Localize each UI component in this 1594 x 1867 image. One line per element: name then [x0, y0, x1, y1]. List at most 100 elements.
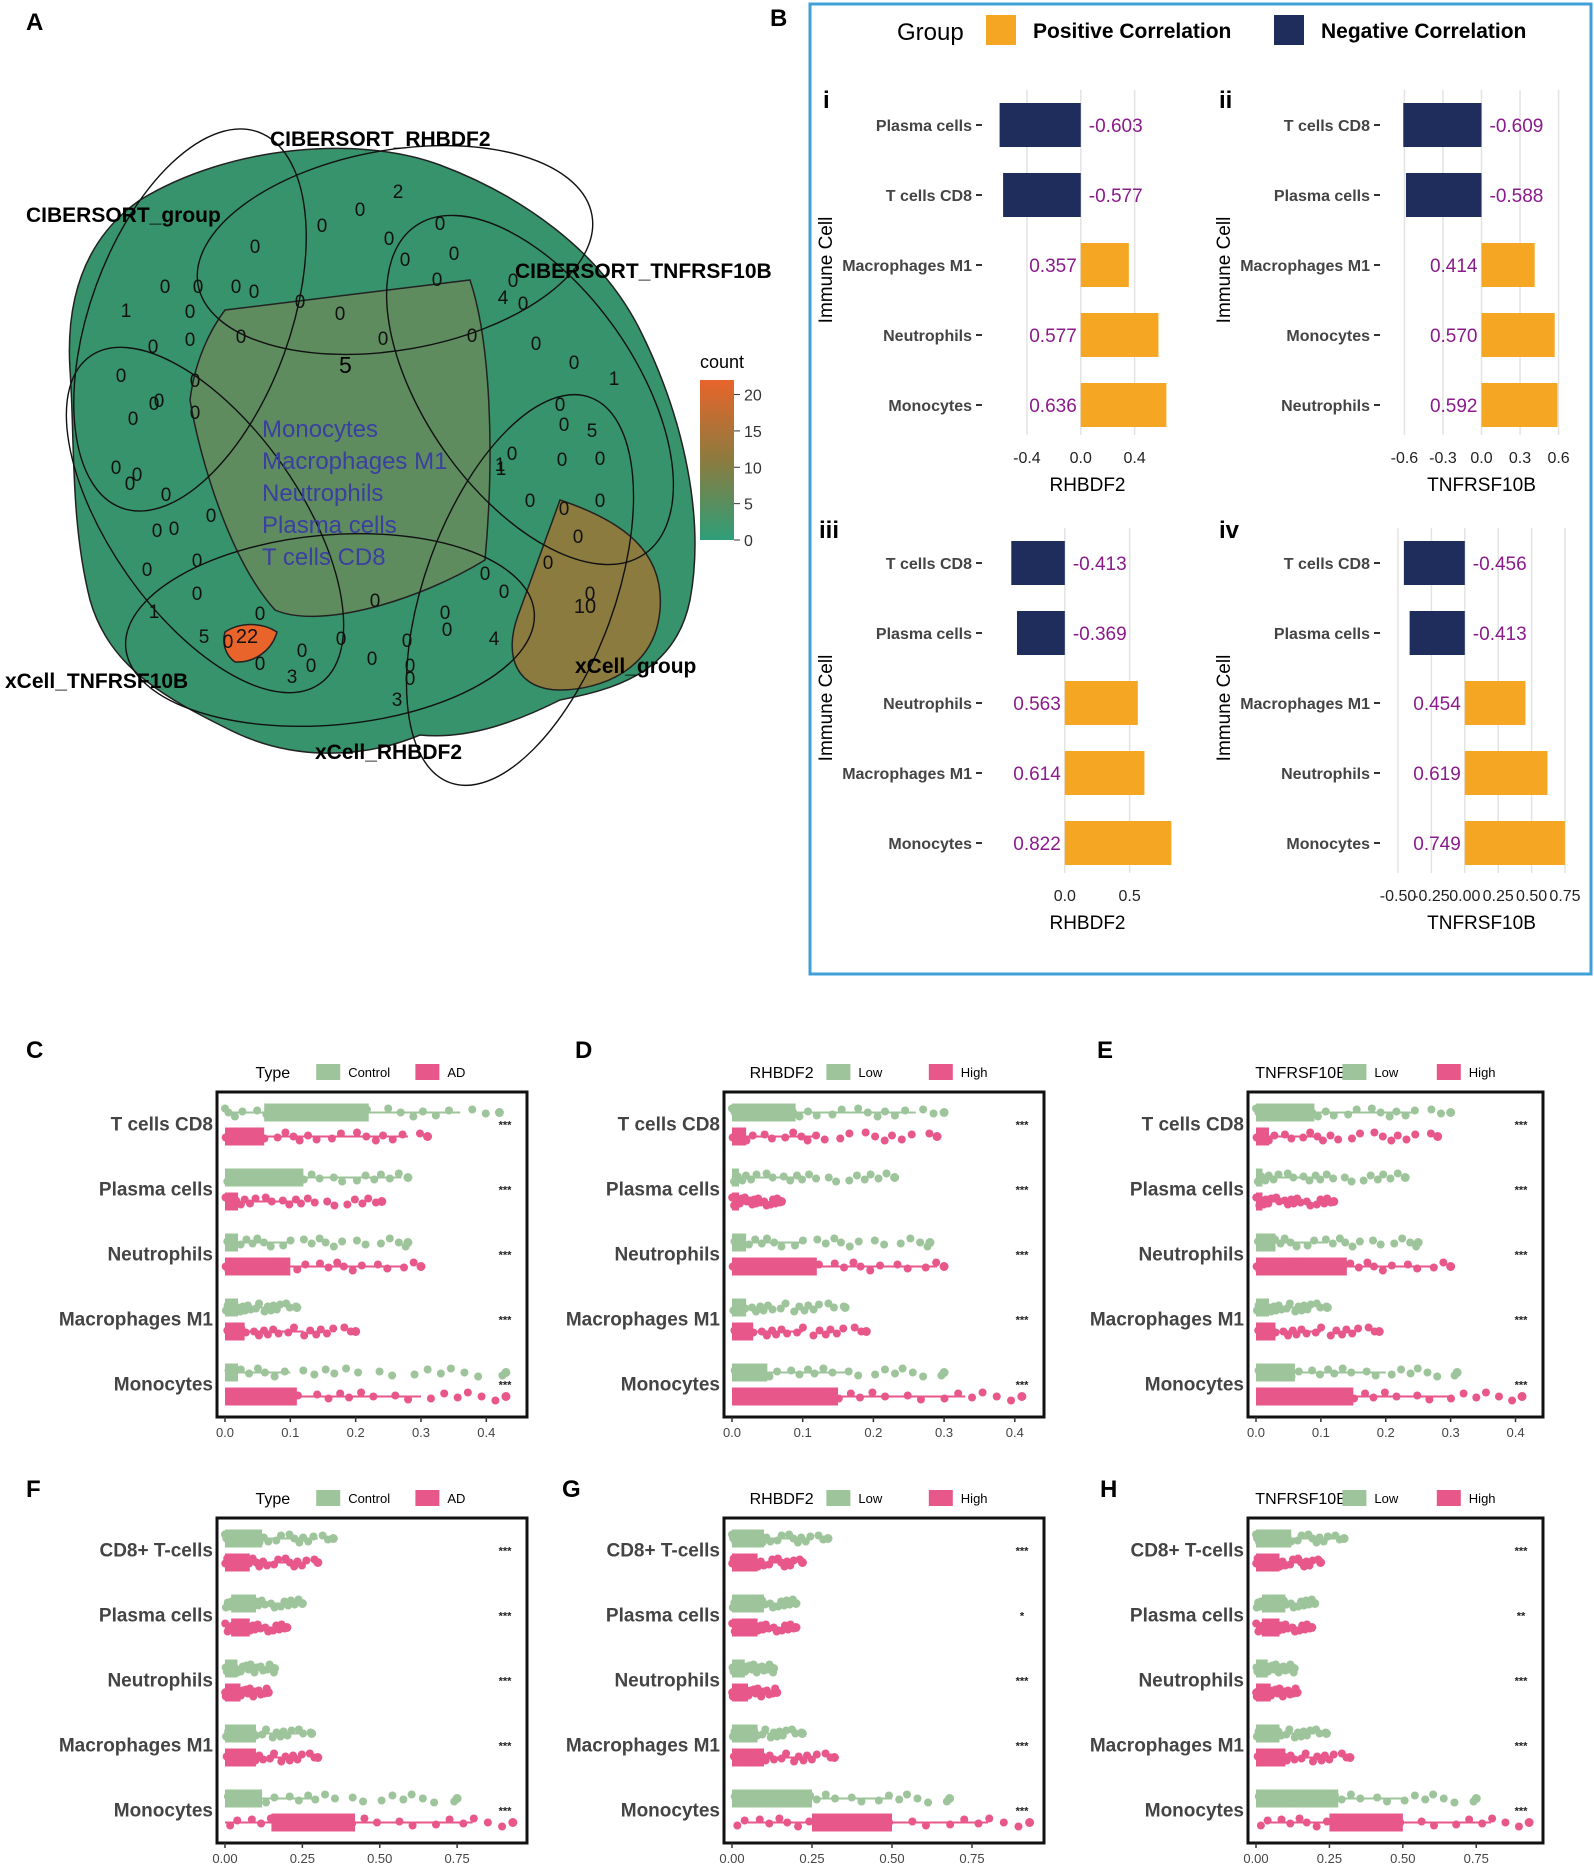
- venn-region-count: 0: [190, 371, 201, 392]
- boxplot-point: [1255, 1666, 1264, 1675]
- boxplot-point: [403, 1173, 413, 1182]
- boxplot-point: [730, 1792, 739, 1801]
- boxplot-point: [1299, 1133, 1308, 1142]
- boxplot-point: [418, 1107, 427, 1116]
- boxplot-point: [313, 1558, 323, 1567]
- boxplot-point: [253, 1234, 262, 1243]
- boxplot-point: [369, 1392, 378, 1401]
- boxplot-point: [831, 1794, 840, 1803]
- boxplot-point: [1524, 1818, 1534, 1827]
- boxplot-point: [1286, 1560, 1295, 1569]
- boxplot-point: [1252, 1603, 1261, 1612]
- boxplot-point: [1263, 1329, 1272, 1338]
- panel-b-bar: [999, 103, 1081, 147]
- boxplot-point: [319, 1107, 328, 1116]
- boxplot-point: [1378, 1132, 1387, 1141]
- boxplot-point: [788, 1792, 797, 1801]
- boxplot-point: [469, 1814, 478, 1823]
- boxplot-point: [225, 1666, 234, 1675]
- boxplot-point: [416, 1262, 426, 1271]
- boxplot-point: [236, 1240, 245, 1249]
- boxplot-point: [1413, 1364, 1422, 1373]
- boxplot-point: [373, 1260, 382, 1269]
- boxplot-point: [1413, 1238, 1423, 1247]
- boxplot-point: [225, 1305, 234, 1314]
- boxplot-point: [407, 1790, 416, 1799]
- boxplot-point: [281, 1554, 290, 1563]
- boxplot-x-tick-label: 0.50: [1390, 1851, 1415, 1866]
- boxplot-point: [826, 1325, 835, 1334]
- boxplot-point: [229, 1261, 238, 1270]
- boxplot-point: [267, 1599, 276, 1608]
- boxplot-point: [299, 1175, 308, 1184]
- boxplot-point: [741, 1171, 750, 1180]
- boxplot-point: [293, 1391, 302, 1400]
- boxplot-point: [781, 1299, 790, 1308]
- boxplot-point: [1406, 1369, 1415, 1378]
- panel-b-bar: [1011, 541, 1065, 585]
- boxplot-point: [1373, 1793, 1382, 1802]
- venn-region-count: 3: [392, 690, 403, 711]
- boxplot-point: [824, 1299, 833, 1308]
- boxplot-point: [270, 1560, 279, 1569]
- boxplot-point: [1426, 1129, 1435, 1138]
- boxplot-point: [797, 1729, 807, 1738]
- boxplot-significance: ***: [1515, 1676, 1529, 1688]
- boxplot-point: [307, 1729, 317, 1738]
- boxplot-point: [1320, 1751, 1329, 1760]
- boxplot-x-tick-label: 0.25: [799, 1851, 824, 1866]
- boxplot-point: [791, 1266, 800, 1275]
- boxplot-point: [330, 1794, 339, 1803]
- panel-b-bar: [1464, 821, 1565, 865]
- boxplot-point: [1317, 1323, 1326, 1332]
- boxplot-point: [1459, 1389, 1468, 1398]
- boxplot-point: [491, 1396, 500, 1405]
- boxplot-point: [1310, 1236, 1319, 1245]
- boxplot-point: [839, 1263, 848, 1272]
- boxplot-point: [1287, 1372, 1296, 1381]
- boxplot-category-label: Neutrophils: [614, 1671, 720, 1692]
- boxplot-point: [792, 1396, 801, 1405]
- boxplot-point: [391, 1391, 400, 1400]
- boxplot-point: [768, 1173, 777, 1182]
- boxplot-point: [765, 1372, 774, 1381]
- boxplot-legend-group2: High: [1469, 1065, 1496, 1080]
- boxplot-point: [1323, 1265, 1332, 1274]
- boxplot-x-tick-label: 0.2: [347, 1425, 365, 1440]
- boxplot-significance: ***: [1016, 1380, 1030, 1392]
- boxplot-point: [1390, 1239, 1399, 1248]
- boxplot-legend-swatch-group1: [316, 1490, 341, 1506]
- boxplot-point: [361, 1171, 370, 1180]
- boxplot-significance: ***: [1016, 1120, 1030, 1132]
- boxplot-point: [777, 1626, 786, 1635]
- venn-region-count: 1: [149, 602, 160, 623]
- boxplot-legend-swatch-group2: [1436, 1064, 1461, 1080]
- boxplot-point: [728, 1603, 737, 1612]
- boxplot-point: [256, 1393, 265, 1402]
- boxplot-significance: ***: [499, 1380, 513, 1392]
- boxplot-point: [423, 1132, 433, 1141]
- boxplot-point: [446, 1364, 455, 1373]
- boxplot-x-tick-label: 0.00: [212, 1851, 237, 1866]
- boxplot-point: [1313, 1112, 1322, 1121]
- boxplot-point: [1323, 1194, 1332, 1203]
- boxplot-point: [821, 1330, 830, 1339]
- boxplot-point: [316, 1325, 325, 1334]
- boxplot-point: [1302, 1818, 1311, 1827]
- boxplot-point: [999, 1818, 1008, 1827]
- boxplot-point: [755, 1815, 764, 1824]
- boxplot-point: [913, 1794, 922, 1803]
- boxplot-point: [250, 1327, 259, 1336]
- panel-b-value-label: -0.603: [1089, 116, 1143, 137]
- boxplot-point: [1393, 1169, 1402, 1178]
- boxplot-point: [348, 1819, 357, 1828]
- boxplot-point: [474, 1372, 483, 1381]
- boxplot-point: [1293, 1109, 1302, 1118]
- boxplot-category-label: Plasma cells: [1130, 1180, 1244, 1201]
- venn-region-count: 0: [467, 326, 478, 347]
- boxplot-point: [854, 1104, 863, 1113]
- venn-region-count: 0: [435, 214, 446, 235]
- boxplot-x-tick-label: 0.2: [864, 1425, 882, 1440]
- boxplot-point: [1302, 1596, 1311, 1605]
- panel-b-value-label: 0.614: [1013, 764, 1061, 785]
